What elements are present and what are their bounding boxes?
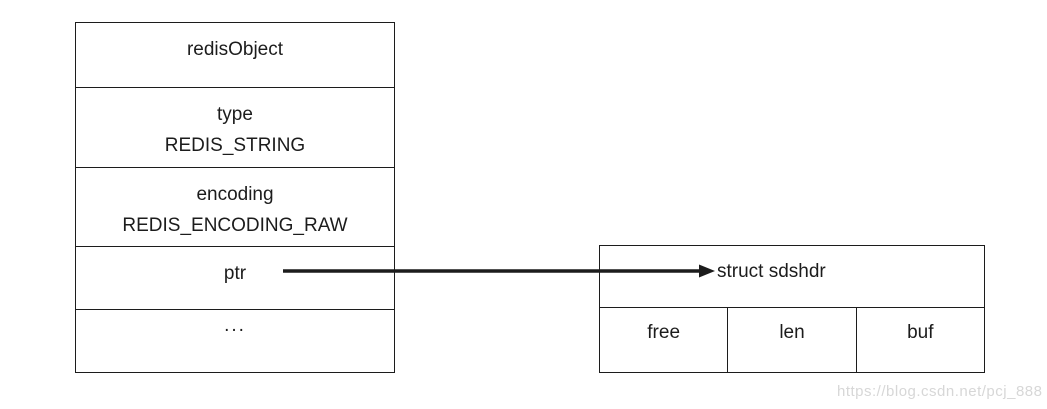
sdshdr-cells: free len buf <box>600 308 984 372</box>
row-value: REDIS_ENCODING_RAW <box>122 215 348 236</box>
table-row-redisobject: redisObject <box>76 23 394 88</box>
watermark-text: https://blog.csdn.net/pcj_888 <box>837 383 1043 400</box>
row-label: ... <box>224 315 246 336</box>
pointer-arrow <box>283 264 715 278</box>
table-row-type: type REDIS_STRING <box>76 88 394 168</box>
sdshdr-table: struct sdshdr free len buf <box>599 245 985 373</box>
row-value: REDIS_STRING <box>164 135 306 156</box>
cell-len: len <box>728 308 857 372</box>
cell-free: free <box>600 308 729 372</box>
row-label: ptr <box>223 263 247 284</box>
row-label: type <box>217 104 253 125</box>
redis-object-table: redisObject type REDIS_STRING encoding R… <box>75 22 395 373</box>
table-row-ptr: ptr <box>76 247 394 310</box>
sdshdr-header: struct sdshdr <box>600 246 984 308</box>
table-row-ellipsis: ... <box>76 310 394 372</box>
cell-buf: buf <box>907 322 934 343</box>
table-row-encoding: encoding REDIS_ENCODING_RAW <box>76 168 394 247</box>
row-label: encoding <box>196 184 274 205</box>
row-label: redisObject <box>186 39 284 60</box>
